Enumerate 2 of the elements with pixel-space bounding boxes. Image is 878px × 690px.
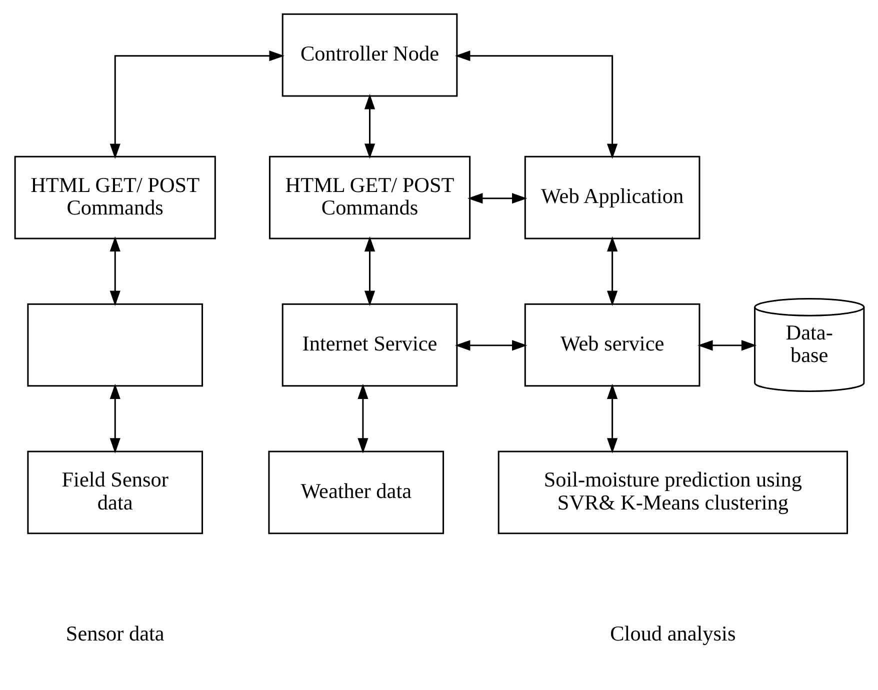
label: Cloud analysis: [610, 622, 736, 646]
label: Sensor data: [65, 622, 164, 646]
